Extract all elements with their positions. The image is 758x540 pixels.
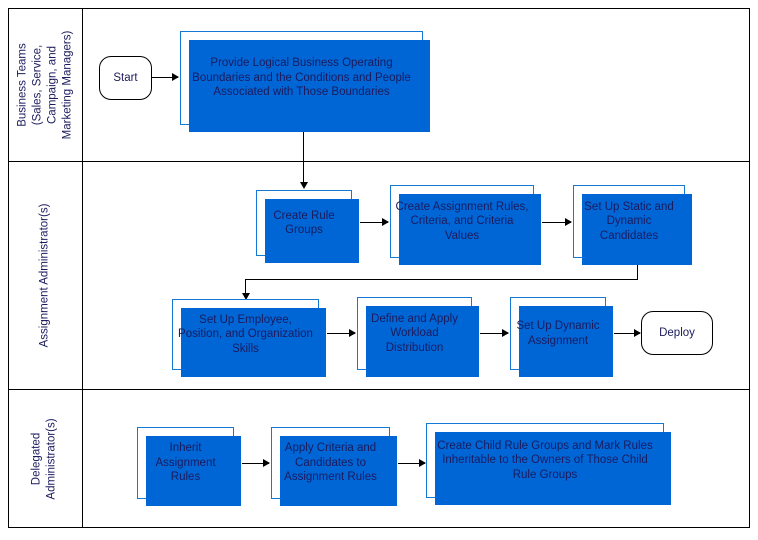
node-shadow [399, 194, 541, 265]
arrowhead-create-rule-groups-to-create-assignment-rules [382, 218, 389, 227]
edge-candidates-to-skills-seg-down [637, 258, 639, 280]
node-set-up-skills-label: Set Up Employee, Position, and Organizat… [178, 313, 313, 355]
node-provide-boundaries-label: Provide Logical Business Operating Bound… [192, 57, 411, 99]
arrowhead-create-assignment-rules-to-set-up-candidates [565, 218, 572, 227]
node-apply-criteria-label: Apply Criteria and Candidates to Assignm… [284, 442, 377, 484]
node-create-assignment-rules[interactable]: Create Assignment Rules, Criteria, and C… [390, 185, 541, 265]
edge-create-rule-groups-to-create-assignment-rules [360, 222, 388, 224]
edge-apply-criteria-to-child-rule-groups [398, 462, 425, 464]
arrowhead-candidates-to-skills [241, 293, 250, 300]
node-deploy[interactable]: Deploy [641, 311, 713, 355]
lane-divider-1 [8, 161, 750, 162]
node-create-child-rule-groups[interactable]: Create Child Rule Groups and Mark Rules … [426, 423, 671, 505]
arrowhead-start-to-provide-boundaries [172, 73, 179, 82]
node-shadow [146, 436, 241, 506]
node-start[interactable]: Start [99, 56, 152, 100]
node-workload-distribution-label: Define and Apply Workload Distribution [371, 312, 458, 354]
node-shadow [189, 40, 430, 132]
edge-candidates-to-skills-seg-left [245, 278, 638, 280]
node-deploy-label: Deploy [659, 327, 695, 339]
node-shadow [280, 436, 397, 506]
node-start-label: Start [113, 72, 138, 84]
lane-divider-2 [8, 389, 750, 390]
node-provide-boundaries[interactable]: Provide Logical Business Operating Bound… [180, 31, 430, 132]
arrowhead-dynamic-assignment-to-deploy [634, 329, 641, 338]
edge-provide-boundaries-to-create-rule-groups [303, 125, 305, 185]
arrowhead-workload-to-dynamic-assignment [502, 329, 509, 338]
node-dynamic-assignment[interactable]: Set Up Dynamic Assignment [510, 297, 613, 377]
node-inherit-rules-label: Inherit Assignment Rules [155, 442, 216, 484]
node-shadow [582, 194, 692, 265]
diagram-frame [8, 8, 750, 528]
arrowhead-apply-criteria-to-child-rule-groups [419, 459, 426, 467]
lane-label-business-teams: Business Teams(Sales, Service,Campaign, … [9, 9, 81, 161]
node-shadow [265, 199, 359, 263]
node-workload-distribution[interactable]: Define and Apply Workload Distribution [357, 297, 479, 377]
node-shadow [181, 308, 326, 377]
node-create-assignment-rules-label: Create Assignment Rules, Criteria, and C… [395, 200, 529, 242]
lane-label-assignment-administrator-text: Assignment Administrator(s) [38, 203, 51, 348]
lane-label-business-teams-text: Business Teams(Sales, Service,Campaign, … [16, 30, 73, 140]
arrowhead-inherit-to-apply-criteria [263, 459, 270, 467]
edge-inherit-to-apply-criteria [242, 462, 269, 464]
node-inherit-rules[interactable]: Inherit Assignment Rules [137, 427, 241, 506]
node-dynamic-assignment-label: Set Up Dynamic Assignment [516, 320, 600, 347]
node-set-up-candidates[interactable]: Set Up Static and Dynamic Candidates [573, 185, 692, 265]
edge-workload-to-dynamic-assignment [480, 333, 508, 335]
node-create-rule-groups[interactable]: Create Rule Groups [256, 190, 359, 263]
arrowhead-provide-boundaries-to-create-rule-groups [299, 182, 308, 189]
node-shadow [366, 306, 479, 377]
edge-candidates-to-skills-seg-down2 [245, 278, 247, 297]
edge-start-to-provide-boundaries [152, 77, 178, 79]
node-set-up-candidates-label: Set Up Static and Dynamic Candidates [584, 200, 674, 242]
node-create-rule-groups-label: Create Rule Groups [273, 209, 335, 237]
node-create-child-rule-groups-label: Create Child Rule Groups and Mark Rules … [437, 439, 653, 481]
node-apply-criteria[interactable]: Apply Criteria and Candidates to Assignm… [271, 427, 397, 506]
node-set-up-skills[interactable]: Set Up Employee, Position, and Organizat… [172, 299, 326, 377]
edge-skills-to-workload [327, 333, 355, 335]
lane-label-column-divider [82, 8, 83, 528]
edge-dynamic-assignment-to-deploy [614, 333, 640, 335]
lane-label-assignment-administrator: Assignment Administrator(s) [9, 162, 81, 389]
arrowhead-skills-to-workload [349, 329, 356, 338]
node-shadow [435, 432, 671, 505]
node-shadow [519, 306, 613, 377]
edge-create-assignment-rules-to-set-up-candidates [542, 222, 571, 224]
